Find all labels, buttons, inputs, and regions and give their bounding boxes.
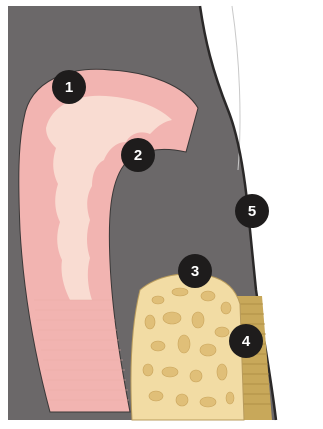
marker-3-label: 3 [191, 263, 199, 280]
marker-4: 4 [229, 324, 263, 358]
marker-1-label: 1 [65, 79, 73, 96]
marker-5: 5 [235, 194, 269, 228]
marker-2: 2 [121, 138, 155, 172]
marker-4-label: 4 [242, 333, 251, 350]
marker-2-label: 2 [134, 147, 142, 164]
marker-3: 3 [178, 254, 212, 288]
marker-5-label: 5 [248, 203, 256, 220]
marker-1: 1 [52, 70, 86, 104]
